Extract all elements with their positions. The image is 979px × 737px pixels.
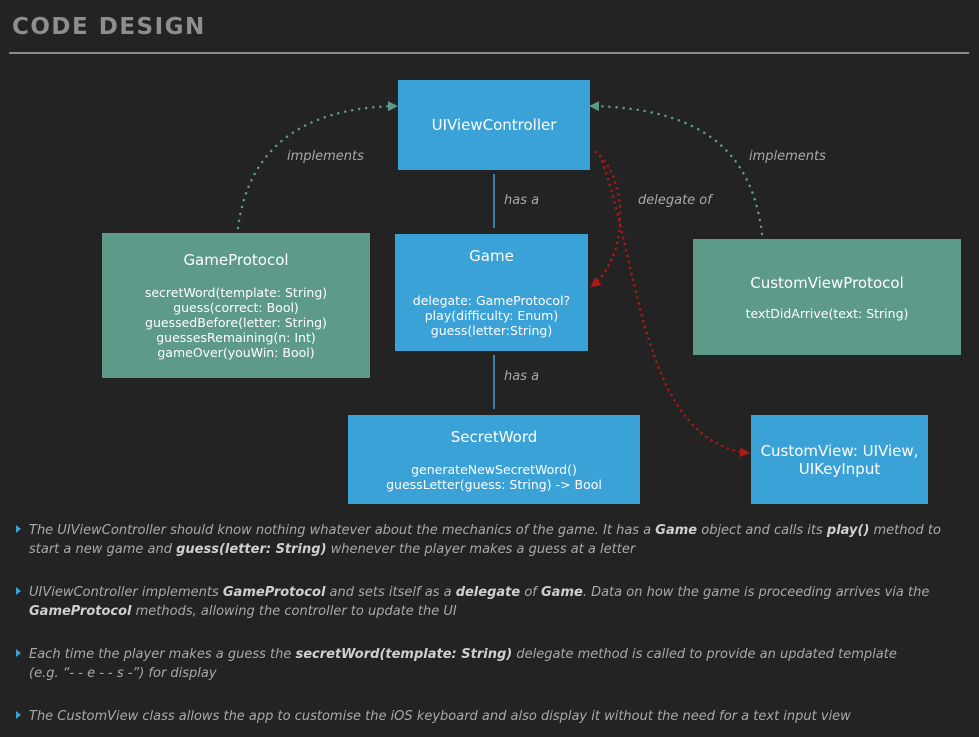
note-text: UIViewController implements GameProtocol… (29, 585, 929, 619)
page-title: CODE DESIGN (12, 14, 206, 40)
delegate-of-arrow (590, 150, 622, 288)
note-emphasis: Game (655, 523, 698, 538)
note-emphasis: GameProtocol (222, 585, 326, 600)
box-title: CustomViewProtocol (750, 273, 904, 292)
note-run: methods, allowing the controller to upda… (131, 604, 457, 619)
note-run: . Data on how the game is proceeding arr… (582, 585, 930, 600)
method-list: textDidArrive(text: String) (746, 306, 909, 321)
method: gameOver(youWin: Bool) (157, 345, 315, 360)
bullet-icon (16, 711, 21, 719)
method-list: generateNewSecretWord() guessLetter(gues… (386, 462, 602, 492)
method-list: secretWord(template: String) guess(corre… (145, 285, 327, 360)
customview-box: CustomView: UIView, UIKeyInput (751, 415, 928, 504)
method: textDidArrive(text: String) (745, 305, 909, 321)
note-emphasis: Game (541, 585, 583, 600)
note-text: Each time the player makes a guess the s… (29, 647, 897, 681)
method: delegate: GameProtocol? (412, 293, 571, 308)
has-a-label-2: has a (504, 369, 540, 384)
method: play(difficulty: Enum) (424, 308, 559, 323)
note-emphasis: guess(letter: String) (176, 542, 327, 557)
box-title: UIViewController (431, 116, 557, 134)
note-item: The UIViewController should know nothing… (16, 521, 966, 559)
box-title-line-2: UIKeyInput (798, 459, 881, 478)
uiviewcontroller-box: UIViewController (398, 80, 590, 170)
note-run: The CustomView class allows the app to c… (29, 709, 851, 724)
note-run: object and calls its (697, 523, 827, 538)
method: guessLetter(guess: String) -> Bool (386, 476, 602, 492)
note-run: of (520, 585, 541, 600)
note-item: The CustomView class allows the app to c… (16, 707, 966, 726)
implements-left-label: implements (287, 149, 364, 164)
box-title: GameProtocol (183, 251, 289, 269)
note-run: The UIViewController should know nothing… (29, 523, 656, 538)
note-item: UIViewController implements GameProtocol… (16, 583, 966, 621)
customviewprotocol-box: CustomViewProtocol textDidArrive(text: S… (693, 239, 961, 355)
note-emphasis: delegate (455, 585, 521, 600)
note-item: Each time the player makes a guess the s… (16, 645, 966, 683)
note-run: method to start a new game and (29, 523, 941, 557)
method: guessedBefore(letter: String) (145, 315, 327, 330)
note-text: The CustomView class allows the app to c… (29, 709, 851, 724)
gameprotocol-box: GameProtocol secretWord(template: String… (102, 233, 370, 378)
method: guess(letter:String) (430, 323, 553, 338)
note-text: The UIViewController should know nothing… (29, 523, 941, 557)
note-run: whenever the player makes a guess at a l… (326, 542, 636, 557)
note-emphasis: secretWord(template: String) (295, 647, 513, 662)
method: guess(correct: Bool) (173, 300, 299, 315)
bullet-icon (16, 525, 21, 533)
note-run: (e.g. “- - e - - s -”) for display (29, 666, 217, 681)
method: generateNewSecretWord() (411, 461, 577, 477)
method: guessesRemaining(n: Int) (156, 330, 316, 345)
note-run: and sets itself as a (325, 585, 456, 600)
implements-left-arrow (236, 101, 398, 230)
notes-list: The UIViewController should know nothing… (16, 521, 966, 726)
note-run: Each time the player makes a guess the (29, 647, 296, 662)
title-divider (9, 52, 969, 54)
delegate-of-label: delegate of (638, 193, 712, 208)
bullet-icon (16, 587, 21, 595)
method-list: delegate: GameProtocol? play(difficulty:… (413, 293, 570, 338)
note-emphasis: play() (826, 523, 870, 538)
customview-delegate-arrow (598, 154, 750, 457)
secretword-box: SecretWord generateNewSecretWord() guess… (348, 415, 640, 504)
note-run: delegate method is called to provide an … (512, 647, 897, 662)
implements-right-label: implements (749, 149, 826, 164)
method: secretWord(template: String) (144, 285, 328, 300)
box-title-line-1: CustomView: UIView, (760, 441, 919, 460)
note-emphasis: GameProtocol (29, 604, 132, 619)
box-title: SecretWord (450, 427, 538, 446)
implements-right-arrow (589, 101, 764, 236)
note-run: UIViewController implements (29, 585, 223, 600)
has-a-label-1: has a (504, 193, 540, 208)
box-title: Game (469, 247, 514, 265)
game-box: Game delegate: GameProtocol? play(diffic… (395, 234, 588, 351)
bullet-icon (16, 649, 21, 657)
